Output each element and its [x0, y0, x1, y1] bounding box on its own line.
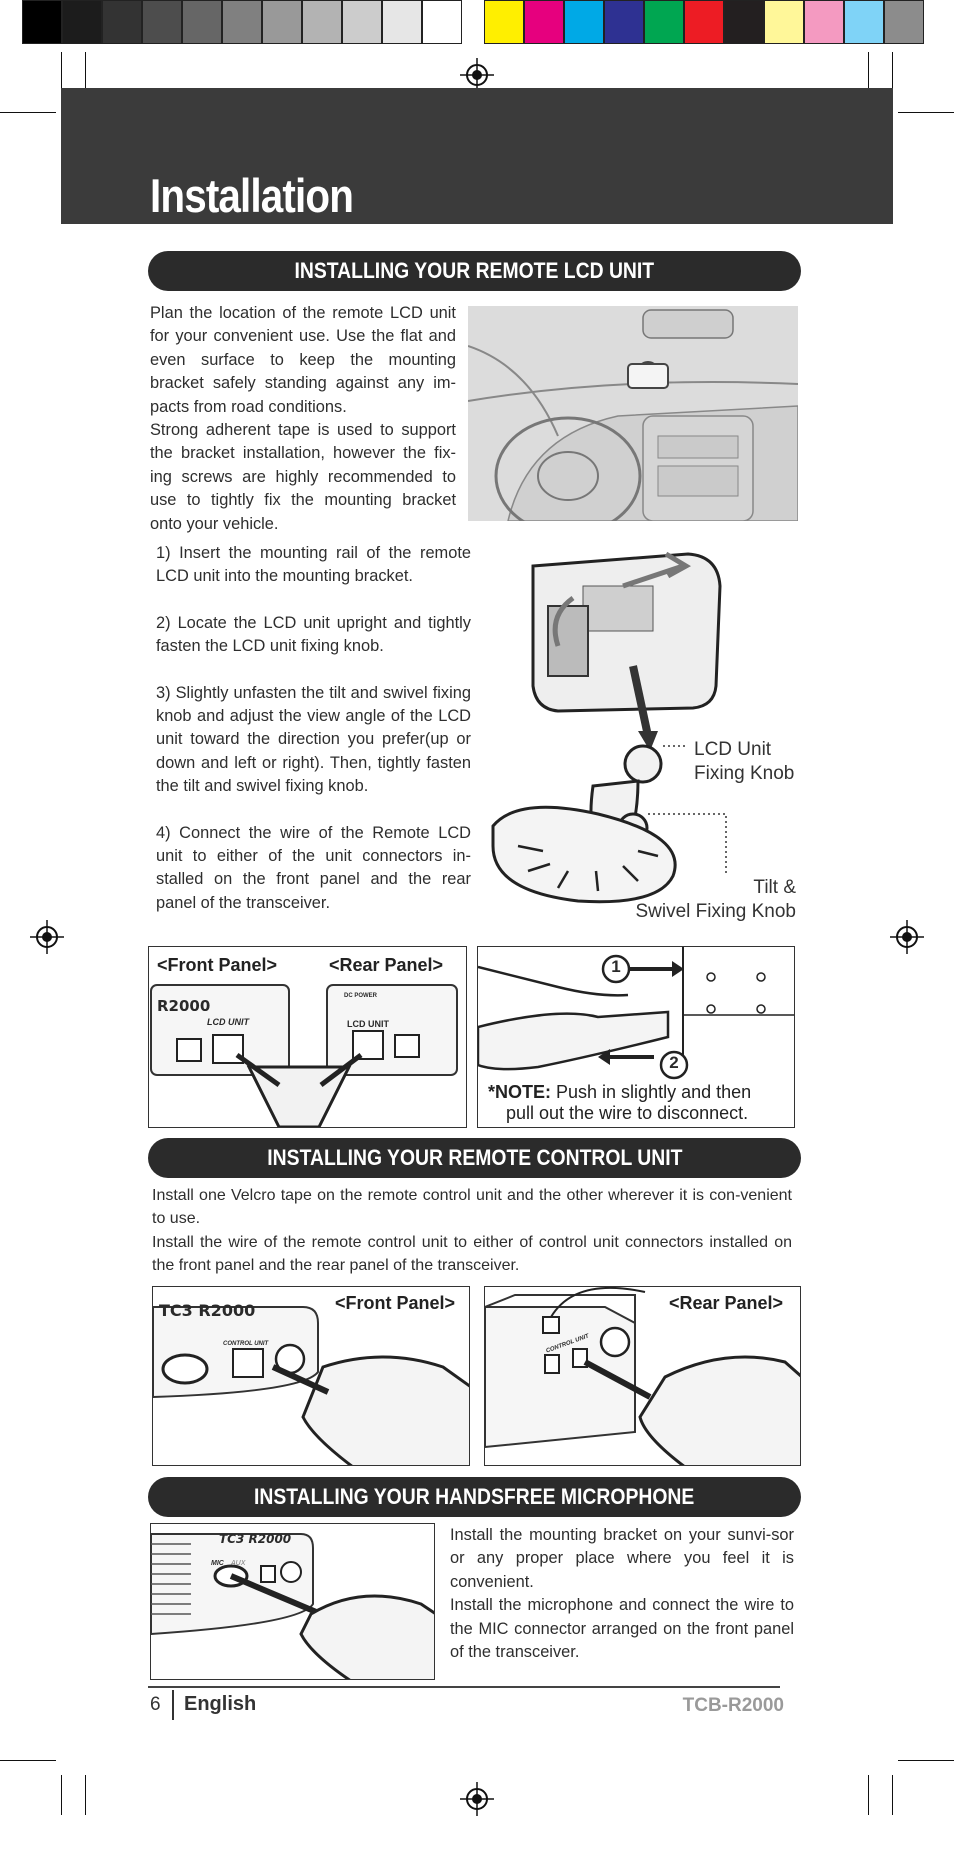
lcd-panel-figure: <Front Panel> <Rear Panel> R2000 LCD UNI…	[148, 946, 467, 1128]
crop-mark	[61, 52, 62, 92]
callout-line: Tilt &	[753, 877, 796, 898]
note-line-2: pull out the wire to disconnect.	[506, 1103, 749, 1123]
paragraph: Plan the location of the remote LCD unit…	[150, 304, 456, 416]
remote-front-drawing	[153, 1306, 469, 1465]
dashboard-illustration	[468, 306, 798, 521]
crop-mark	[0, 112, 56, 113]
lcd-intro-text: Plan the location of the remote LCD unit…	[150, 302, 456, 536]
gray-swatch	[102, 0, 142, 44]
crop-mark	[61, 1775, 62, 1815]
mic-text: Install the mounting bracket on your sun…	[450, 1524, 794, 1664]
registration-mark-right	[890, 920, 924, 954]
section-heading-mic: INSTALLING YOUR HANDSFREE MICROPHONE	[148, 1477, 801, 1517]
gray-swatch	[342, 0, 382, 44]
color-swatch	[524, 0, 564, 44]
crop-mark	[85, 1775, 86, 1815]
rear-panel-label: <Rear Panel>	[329, 955, 444, 975]
footer-model: TCB-R2000	[682, 1695, 784, 1716]
control-port-label: CONTROL UNIT	[223, 1341, 269, 1347]
lcd-bracket-illustration	[491, 551, 727, 904]
front-panel-label: <Front Panel>	[335, 1293, 456, 1313]
callout-line: Swivel Fixing Knob	[635, 901, 796, 922]
disconnect-drawing	[478, 947, 794, 1080]
gray-swatch	[62, 0, 102, 44]
remote-text: Install one Velcro tape on the remote co…	[152, 1184, 792, 1278]
step-2: 2) Locate the LCD unit upright and tight…	[156, 613, 471, 656]
lcd-steps-text: 1) Insert the mounting rail of the remot…	[156, 542, 471, 915]
callout-line: LCD Unit	[694, 739, 772, 760]
dc-power-port-label: DC POWER	[344, 993, 377, 999]
panel-connector-drawing	[150, 984, 458, 1127]
color-swatch	[764, 0, 804, 44]
color-swatch	[684, 0, 724, 44]
crop-mark	[0, 1760, 56, 1761]
gray-swatch	[382, 0, 422, 44]
registration-mark-left	[30, 920, 64, 954]
mic-port-label: MIC	[211, 1560, 224, 1567]
gray-swatch	[22, 0, 62, 44]
paragraph: Install the wire of the remote control u…	[152, 1233, 792, 1275]
remote-rear-drawing	[485, 1287, 800, 1465]
gray-swatch	[222, 0, 262, 44]
section-heading-remote: INSTALLING YOUR REMOTE CONTROL UNIT	[148, 1138, 801, 1178]
color-swatch	[564, 0, 604, 44]
gray-swatch	[302, 0, 342, 44]
registration-mark-top	[460, 58, 494, 92]
color-swatch	[844, 0, 884, 44]
gray-swatch	[142, 0, 182, 44]
model-badge: TC3 R2000	[219, 1532, 292, 1546]
color-swatch	[724, 0, 764, 44]
paragraph: Install the mounting bracket on your sun…	[450, 1526, 794, 1591]
gray-swatch	[182, 0, 222, 44]
color-swatch	[644, 0, 684, 44]
disconnect-figure: 1 2 *NOTE: Push in slightly and then pul…	[477, 946, 795, 1128]
step-3: 3) Slightly unfasten the tilt and swivel…	[156, 683, 471, 796]
step-4: 4) Connect the wire of the Remote LCD un…	[156, 823, 471, 912]
callout-lcd-fixing-knob: LCD Unit Fixing Knob	[694, 738, 794, 786]
callout-swivel-knob: Tilt & Swivel Fixing Knob	[600, 876, 796, 924]
note-prefix: *NOTE:	[488, 1082, 551, 1102]
color-swatch	[804, 0, 844, 44]
footer-rule	[148, 1686, 780, 1688]
page-title: Installation	[150, 169, 354, 222]
lcd-unit-port-label: LCD UNIT	[347, 1019, 389, 1029]
lcd-unit-port-label: LCD UNIT	[207, 1017, 249, 1027]
callout-line: Fixing Knob	[694, 763, 795, 784]
model-badge: TC3 R2000	[159, 1301, 256, 1320]
header-band	[61, 88, 893, 224]
aux-port-label: AUX	[231, 1560, 246, 1567]
crop-mark	[85, 52, 86, 92]
crop-mark	[868, 1775, 869, 1815]
step-1: 1) Insert the mounting rail of the remot…	[156, 544, 471, 586]
model-badge: R2000	[157, 997, 211, 1015]
rear-panel-label: <Rear Panel>	[669, 1293, 784, 1313]
footer-language: English	[184, 1693, 257, 1715]
crop-mark	[868, 52, 869, 92]
color-swatch	[884, 0, 924, 44]
note-line-1: Push in slightly and then	[556, 1082, 752, 1102]
page-number: 6	[150, 1694, 161, 1715]
color-swatch	[484, 0, 524, 44]
mic-figure: TC3 R2000 MIC AUX	[150, 1523, 435, 1680]
crop-mark	[892, 52, 893, 92]
remote-front-figure: TC3 R2000 CONTROL UNIT <Front Panel>	[152, 1286, 470, 1466]
section-heading-lcd: INSTALLING YOUR REMOTE LCD UNIT	[148, 251, 801, 291]
crop-mark	[892, 1775, 893, 1815]
color-swatch	[604, 0, 644, 44]
paragraph: Install the microphone and connect the w…	[450, 1596, 794, 1662]
mic-drawing	[151, 1533, 434, 1679]
crop-mark	[898, 112, 954, 113]
crop-mark	[898, 1760, 954, 1761]
disconnect-note: *NOTE: Push in slightly and then	[488, 1082, 751, 1103]
step-number-2: 2	[669, 1053, 679, 1072]
paragraph: Strong adherent tape is used to support …	[150, 421, 456, 533]
remote-rear-figure: CONTROL UNIT <Rear Panel>	[484, 1286, 801, 1466]
registration-mark-bottom	[460, 1782, 494, 1816]
footer-divider	[172, 1690, 174, 1720]
gray-swatch	[422, 0, 462, 44]
paragraph: Install one Velcro tape on the remote co…	[152, 1187, 792, 1228]
gray-swatch	[262, 0, 302, 44]
front-panel-label: <Front Panel>	[157, 955, 278, 975]
step-number-1: 1	[611, 957, 621, 976]
